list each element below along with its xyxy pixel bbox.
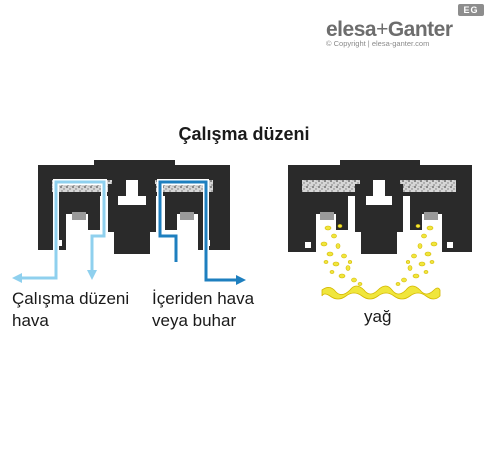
brand-name-plus: + (376, 18, 388, 41)
right-cap-inner-left (302, 196, 348, 252)
right-seal-pad-right (424, 212, 438, 220)
left-seal-pad-left (72, 212, 86, 220)
oil-splash-wave (321, 285, 441, 300)
right-vent-hole-right (447, 242, 453, 248)
internal-air-arrow-right (236, 275, 246, 285)
right-seal-pad-left (320, 212, 334, 220)
working-air-label-line1: Çalışma düzeni (12, 289, 130, 308)
copyright-text: © Copyright | elesa-ganter.com (326, 39, 430, 48)
left-breather-cap (12, 160, 246, 285)
diagram-title: Çalışma düzeni (178, 124, 310, 144)
internal-air-label-line1: İçeriden hava (152, 289, 255, 308)
brand-name: elesa+Ganter (326, 18, 453, 42)
right-cap-central-stem (355, 184, 403, 254)
left-cap-inner-left (52, 196, 100, 250)
right-filter-strip-right (400, 180, 456, 192)
internal-air-flow-line (158, 180, 236, 282)
right-breather-cap (288, 160, 472, 300)
brand-name-part2: Ganter (387, 18, 453, 41)
oil-label: yağ (364, 307, 392, 326)
right-filter-strip-left (302, 180, 360, 192)
right-cap-stem-slot (373, 180, 385, 204)
left-cap-central-stem (108, 184, 156, 254)
internal-air-label-line2: veya buhar (152, 311, 237, 330)
right-vent-hole-left (305, 242, 311, 248)
working-air-label: Çalışma düzeni hava (12, 288, 129, 332)
left-cap-stem-slot (126, 180, 138, 204)
working-air-label-line2: hava (12, 311, 49, 330)
left-cap-inner-right (165, 196, 212, 250)
working-air-flow-line (20, 180, 106, 280)
brand-logo: EG elesa+Ganter © Copyright | elesa-gant… (326, 4, 486, 48)
right-cap-inner-right (410, 196, 456, 252)
internal-air-label: İçeriden hava veya buhar (152, 288, 254, 332)
brand-name-part1: elesa (326, 18, 377, 41)
oil-droplets (320, 224, 438, 286)
left-seal-pad-right (180, 212, 194, 220)
working-air-arrow-down (87, 270, 97, 280)
working-air-arrow-left (12, 273, 22, 283)
brand-badge: EG (458, 4, 484, 16)
